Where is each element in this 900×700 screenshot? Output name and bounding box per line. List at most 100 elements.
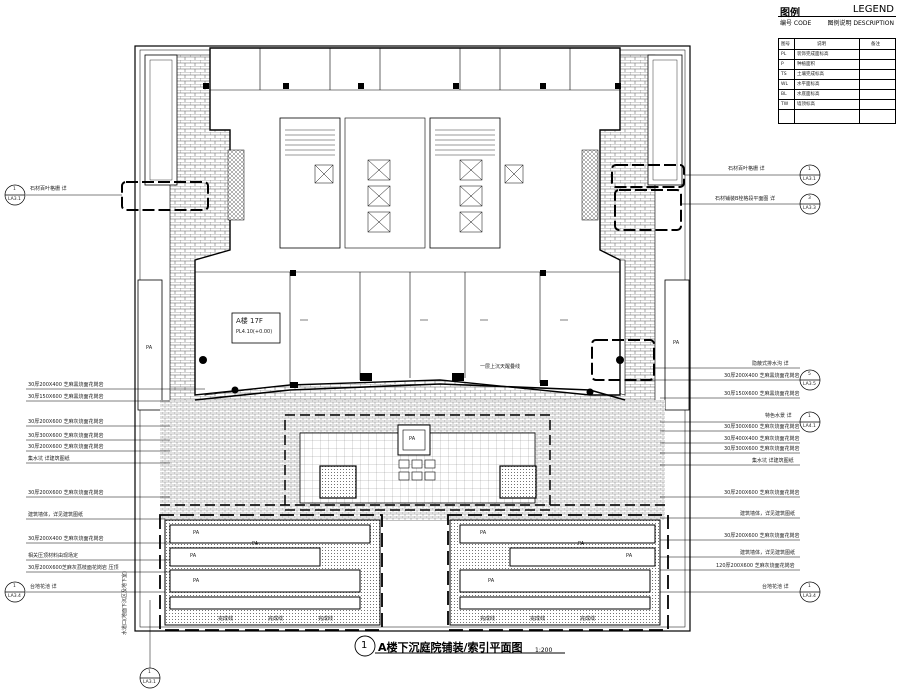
legend-row-line (779, 89, 895, 90)
pa-terrace: PA (193, 530, 200, 536)
pa-terrace: PA (480, 530, 487, 536)
legend-header-desc: 说明 (817, 42, 826, 47)
top-rooms (210, 48, 620, 91)
title-number: 1 (361, 640, 368, 651)
title-number-circle (354, 635, 376, 657)
material-note-right: 30厚200X600 芝麻灰烧面花岗岩 (724, 533, 800, 539)
drawing-scale: 1:200 (535, 647, 553, 654)
side-stair-right (581, 149, 599, 221)
material-note-left: 30厚200X600 芝麻灰烧面花岗岩 (28, 444, 104, 450)
ref-bottom: LA3.1 (143, 680, 156, 685)
ref-top: 1 (808, 167, 811, 172)
pa-terrace: PA (193, 578, 200, 584)
legend-title-cn: 图例 (780, 8, 800, 19)
material-note-left: 30厚300X600 芝麻灰烧面花岗岩 (28, 433, 104, 439)
stairs-left (285, 129, 335, 156)
right-planter-top-inner (652, 59, 678, 181)
left-planter-side (137, 279, 163, 411)
drawing-title: A楼下沉庭院铺装/索引平面图 (378, 641, 523, 654)
callout-box-c4 (591, 339, 655, 381)
callout-box-c1 (121, 181, 209, 211)
ref-top: 1 (148, 670, 151, 675)
drain-label: 完成线 (218, 616, 234, 622)
legend-row-code: TW (781, 102, 789, 107)
callout-text: 石材百叶格栅 详 (728, 166, 765, 172)
legend-row-desc: 土壤完成标高 (797, 72, 824, 77)
material-note-right: 建筑墙体，详见建筑图纸 (740, 511, 796, 517)
pa-side-left: PA (146, 345, 153, 351)
drain-label: 完成线 (580, 616, 596, 622)
ref-bottom: LA3.3 (803, 206, 816, 211)
legend-header-code: 图号 (781, 42, 790, 47)
left-planter-top (144, 54, 178, 186)
drain-label: 完成线 (318, 616, 334, 622)
ref-circles (4, 164, 821, 689)
leader-lines-left (26, 194, 205, 593)
legend-row-desc: 种植面积 (797, 62, 815, 67)
terrace-steps-right (459, 524, 656, 610)
material-note-left: 30厚200X400 芝麻黑烧面花岗岩 (28, 382, 104, 388)
callout-text: 特色水景 详 (765, 413, 792, 419)
material-note-left: 30厚200X400 芝麻灰烧面花岗岩 (28, 536, 104, 542)
legend-row-code: WL (781, 82, 788, 87)
material-note-right: 建筑墙体，详见建筑图纸 (740, 550, 796, 556)
ref-bottom: LA4.1 (803, 424, 816, 429)
office-partitions (195, 271, 620, 385)
legend-block: 图例 LEGEND 编号 CODE 图例说明 DESCRIPTION 图号 说明… (778, 4, 896, 124)
ref-top: 1 (808, 414, 811, 419)
ref-top: 5 (808, 372, 811, 377)
callout-text: 隐蔽式排水沟 详 (752, 361, 789, 367)
pa-terrace: PA (252, 541, 259, 547)
tower-tag: A楼 17F (236, 317, 263, 325)
callout-text: 台地花池 详 (30, 584, 57, 590)
ref-bottom: LA3.1 (803, 177, 816, 182)
callout-box-c3 (614, 189, 682, 231)
left-planter-top-inner (149, 59, 173, 181)
legend-row-desc: 水底面标高 (797, 92, 820, 97)
site-boundary (134, 45, 691, 632)
material-note-right: 30厚150X600 芝麻黑烧面花岗岩 (724, 391, 800, 397)
feature-pa-inner (402, 429, 426, 451)
ref-bottom: LA3.4 (8, 594, 21, 599)
terrace-frame-right (447, 514, 669, 631)
ref-top: 1 (808, 584, 811, 589)
plaza-curb (194, 383, 626, 401)
material-note-right: 120厚200X600 芝麻灰烧面花岗岩 (716, 563, 795, 569)
drain-label: 完成线 (530, 616, 546, 622)
material-note-left: 30厚150X600 芝麻黑烧面花岗岩 (28, 394, 104, 400)
legend-row-line (779, 59, 895, 60)
material-note-left: 30厚200X600 芝麻灰烧面花岗岩 (28, 419, 104, 425)
material-note-left: 相关压顶材料由现场定 (28, 553, 79, 559)
legend-col-divider-2 (859, 39, 860, 123)
legend-header-note: 备注 (871, 42, 880, 47)
legend-row-line (779, 109, 895, 110)
pa-label: PA (409, 436, 416, 442)
ref-bottom: LA3.5 (803, 382, 816, 387)
legend-row-desc: 墙顶标高 (797, 102, 815, 107)
material-note-right: 30厚200X400 芝麻黑烧面花岗岩 (724, 373, 800, 379)
legend-underline (778, 16, 896, 17)
pa-terrace: PA (626, 553, 633, 559)
legend-table: 图号 说明 备注 PL 装饰完成面标高 P 种植面积 TS 土壤完成标高 WL … (778, 38, 896, 124)
material-note-right: 30厚400X400 芝麻灰烧面花岗岩 (724, 436, 800, 442)
leader-lines-right (625, 174, 800, 593)
tower-tag-box (231, 312, 281, 344)
material-note-left: 建筑墙体，详见建筑图纸 (28, 512, 84, 518)
side-stair-left (227, 149, 245, 221)
pa-terrace: PA (488, 578, 495, 584)
callout-text: 石材百叶格栅 详 (30, 186, 67, 192)
legend-code-label: 编号 CODE (780, 20, 812, 27)
feature-planter-right (499, 465, 537, 499)
terrace-frame-left (159, 514, 383, 631)
legend-row-code: TS (781, 72, 787, 77)
legend-row-line (779, 49, 895, 50)
drain-label: 完成线 (480, 616, 496, 622)
legend-row-desc: 装饰完成面标高 (797, 52, 829, 57)
pa-terrace: PA (578, 541, 585, 547)
elevator-shafts (314, 159, 524, 233)
ref-top: 1 (13, 584, 16, 589)
tower-level: PL4.10(+0.00) (236, 329, 273, 335)
drain-label: 完成线 (268, 616, 284, 622)
pit-label: 一层上沉天醒叠线 (480, 364, 521, 370)
